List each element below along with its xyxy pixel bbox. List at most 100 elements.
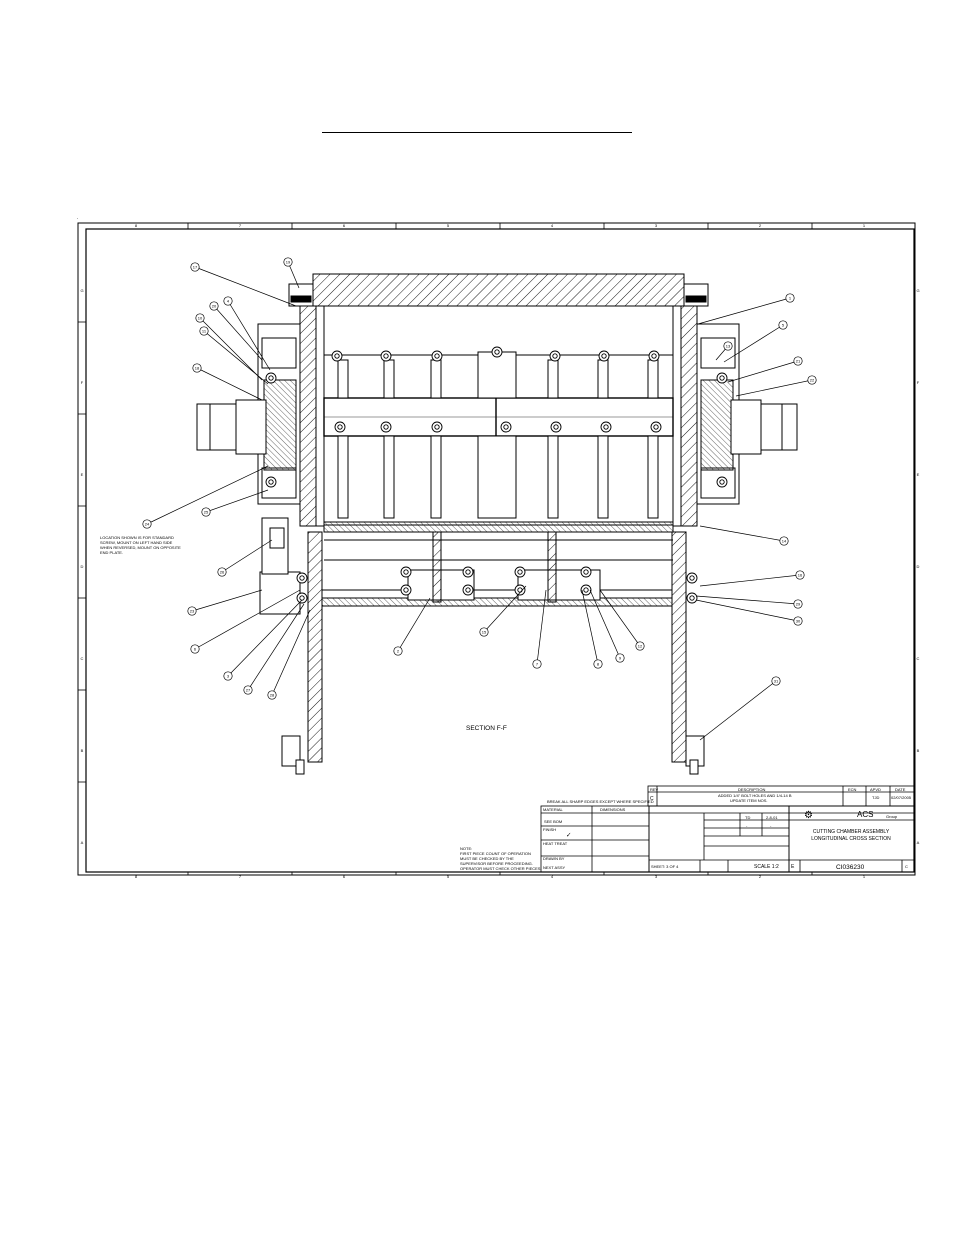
bolt-head [331, 350, 343, 362]
balloon [615, 653, 625, 663]
bottom-note-line-3: MUST BE CHECKED BY THE [460, 856, 514, 861]
leader-line [699, 574, 801, 587]
bolt-thread [583, 587, 589, 593]
balloon-label: 24 [145, 521, 150, 526]
balloon-label: 23 [190, 608, 195, 613]
balloon [793, 616, 803, 626]
bolt-head [600, 421, 612, 433]
bolt-thread [503, 424, 509, 430]
corner-mark: . [77, 215, 78, 221]
side-note-line-3: WHEN REVERSED, MOUNT ON OPPOSITE [100, 545, 181, 550]
bolt-thread [653, 424, 659, 430]
balloon-label: 7 [536, 661, 539, 666]
bolt-head [580, 584, 592, 596]
tb-value-material: SEE BOM [544, 819, 562, 824]
balloon [532, 659, 542, 669]
left-zone-label: A [81, 840, 84, 845]
header-rule [322, 132, 632, 133]
revision-date: 02/07/2005 [891, 795, 912, 800]
leader-line [191, 589, 263, 612]
top-zone-label: 5 [447, 223, 450, 228]
rev-header-description: DESCRIPTION [738, 787, 765, 792]
balloon-label: 11 [202, 328, 207, 333]
balloon [223, 671, 233, 681]
balloon [283, 257, 293, 267]
approval-checkmark: ✓ [566, 832, 571, 839]
leader-line [699, 680, 777, 741]
balloon-label: 8 [597, 661, 600, 666]
bolt-thread [689, 575, 695, 581]
balloon [195, 313, 205, 323]
tolerance-header: DIMENSIONS [600, 807, 626, 812]
leader-line [247, 603, 305, 691]
balloon-label: 4 [227, 298, 230, 303]
scale: SCALE 1:2 [754, 864, 779, 870]
bottom-zone-label: 4 [551, 874, 554, 879]
bolt-head [716, 476, 728, 488]
left-zone-label: F [81, 380, 84, 385]
bolt-thread [517, 569, 523, 575]
bolt-head [716, 372, 728, 384]
balloon-label: 28 [270, 692, 275, 697]
leader-line [221, 539, 273, 573]
bolt-head [580, 566, 592, 578]
leader-line [194, 266, 297, 307]
bolt-head [462, 566, 474, 578]
sheet-number: SHEET: 3 OF 4 [651, 864, 679, 869]
bolt-head [550, 421, 562, 433]
top-zone-label: 4 [551, 223, 554, 228]
balloon-label: 9 [619, 655, 622, 660]
revision-description-1: ADDED 1/4" BOLT HOLES AND 1/4-14 B [718, 793, 792, 798]
leader-line [536, 589, 547, 665]
bolt-thread [552, 353, 558, 359]
top-zone-label: 6 [343, 223, 346, 228]
left-zone-label: D [81, 564, 84, 569]
balloon [199, 326, 209, 336]
left-zone-label: B [81, 748, 84, 753]
bolt-head [686, 572, 698, 584]
balloon-label: 14 [782, 538, 787, 543]
balloon [142, 519, 152, 529]
bolt-head [265, 372, 277, 384]
bolt-thread [651, 353, 657, 359]
balloon-label: 15 [482, 629, 487, 634]
top-zone-label: 3 [655, 223, 658, 228]
bolt-thread [268, 479, 274, 485]
leader-line [227, 300, 271, 371]
balloon [723, 341, 733, 351]
side-note-line-1: LOCATION SHOWN IS FOR STANDARD [100, 535, 174, 540]
bolt-thread [383, 424, 389, 430]
bolt-thread [465, 587, 471, 593]
balloon-label: 25 [204, 509, 209, 514]
balloon-label: 20 [212, 303, 217, 308]
leader-line [699, 525, 785, 542]
drawing-number: CI036230 [836, 864, 865, 871]
bolt-head [462, 584, 474, 596]
leader-line [581, 589, 599, 665]
title-line-1: CUTTING CHAMBER ASSEMBLY [813, 829, 890, 835]
leader-line [199, 317, 263, 381]
balloon [223, 296, 233, 306]
tb-label-drawn-by: DRAWN BY [543, 856, 565, 861]
bolt-thread [268, 375, 274, 381]
bolt-head [491, 346, 503, 358]
bolt-thread [465, 569, 471, 575]
right-zone-label: A [917, 840, 920, 845]
bolt-thread [383, 353, 389, 359]
side-note-line-4: END PLATE. [100, 550, 123, 555]
bolt-head [598, 350, 610, 362]
left-zone-label: C [81, 656, 84, 661]
balloon-label: 22 [810, 377, 815, 382]
balloon-label: 3 [227, 673, 230, 678]
balloon-label: 12 [638, 643, 643, 648]
balloon [793, 599, 803, 609]
leader-line [287, 261, 300, 289]
bolt-thread [434, 424, 440, 430]
balloon-label: 31 [774, 678, 779, 683]
balloon-label: 27 [246, 687, 251, 692]
company-group: Group [886, 814, 898, 819]
balloon [795, 570, 805, 580]
balloon-label: 29 [796, 601, 801, 606]
leader-line [735, 379, 813, 397]
bolt-head [380, 350, 392, 362]
